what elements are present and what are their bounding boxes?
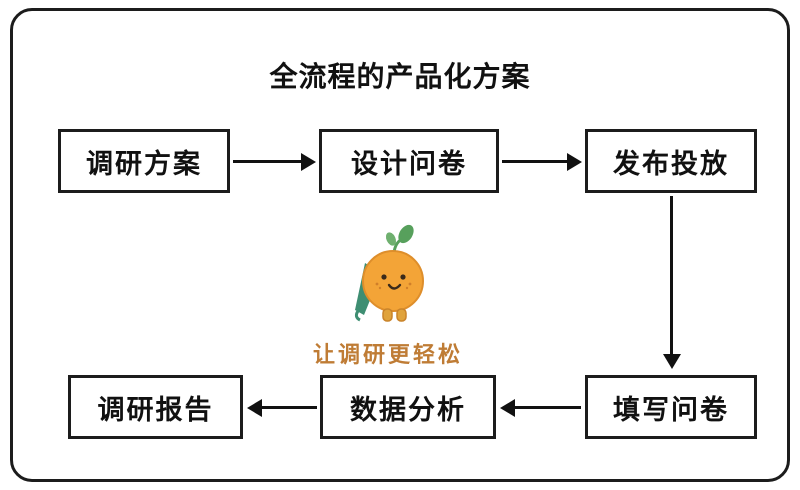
node-data-analysis: 数据分析	[320, 375, 496, 439]
mascot-slogan: 让调研更轻松	[312, 342, 463, 367]
arrow-design-to-publish	[502, 152, 582, 171]
orange-mascot-icon	[331, 219, 451, 337]
arrow-fill-to-analysis	[500, 398, 581, 417]
arrow-publish-to-fill	[662, 196, 681, 369]
diagram-title: 全流程的产品化方案	[269, 61, 531, 92]
node-fill-survey: 填写问卷	[585, 375, 757, 439]
diagram-frame: 全流程的产品化方案 调研方案 设计问卷 发布投放 调研报告 数据分析 填写问卷	[10, 8, 790, 482]
arrow-analysis-to-report	[247, 398, 317, 417]
node-publish: 发布投放	[585, 129, 757, 193]
node-design-survey: 设计问卷	[319, 129, 499, 193]
node-research-plan: 调研方案	[58, 129, 230, 193]
arrow-research-to-design	[233, 152, 316, 171]
orange-mascot-svg	[354, 224, 424, 322]
node-report: 调研报告	[68, 375, 243, 439]
